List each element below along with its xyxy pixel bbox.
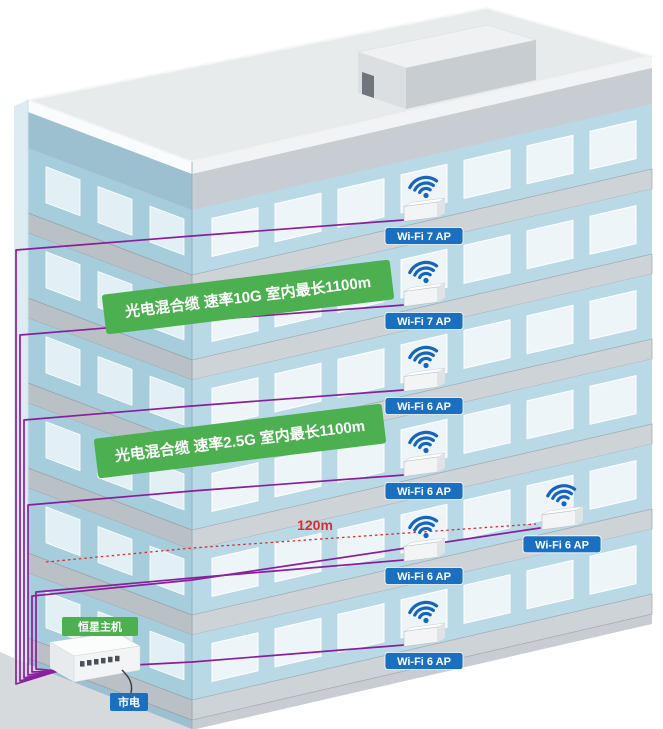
svg-text:Wi-Fi 6 AP: Wi-Fi 6 AP [535,539,589,551]
wifi-signal-icon [408,430,439,454]
building-window-or-strip [463,149,511,199]
wifi-signal-icon [408,175,439,199]
building-window-or-strip [337,518,385,568]
building-window-or-strip [589,460,637,510]
building-window-or-strip [463,489,511,539]
building-window-or-strip [211,632,259,683]
ap-floor-6: Wi-Fi 7 AP [384,175,464,245]
ap-label: Wi-Fi 6 AP [384,482,464,500]
svg-text:Wi-Fi 6 AP: Wi-Fi 6 AP [397,486,451,498]
wifi-signal-icon [408,600,439,624]
building-window-or-strip [463,319,511,369]
building-window-or-strip [97,355,133,406]
svg-text:Wi-Fi 6 AP: Wi-Fi 6 AP [397,401,451,413]
building-window-or-strip [526,304,574,355]
cable-floor-4 [23,389,405,679]
ap-floor-4: Wi-Fi 6 AP [384,345,464,415]
cable-floor-3 [27,474,405,676]
host-label-text: 恒星主机 [78,620,122,634]
building-window-or-strip [45,251,81,302]
roof-penthouse [356,24,538,109]
building-window-or-strip [45,506,81,557]
ap-floor-2: Wi-Fi 6 AP [384,515,464,585]
mains-label-text: 市电 [118,695,140,709]
ap-label: Wi-Fi 6 AP [384,567,464,585]
building-window-or-strip [337,348,385,398]
cable-floor-2 [35,559,405,672]
power-cord [121,669,133,694]
router-device [403,367,446,392]
cables [15,219,541,685]
wifi-signal-icon [408,260,439,284]
ap-label: Wi-Fi 6 AP [384,652,464,670]
router-device [403,537,446,562]
router-device [403,282,446,307]
ground [0,652,192,729]
ap-floor-5: Wi-Fi 7 AP [384,260,464,330]
svg-text:Wi-Fi 7 AP: Wi-Fi 7 AP [397,316,451,328]
cable-floor-6 [15,219,405,685]
building-window-or-strip [463,234,511,284]
building-window-or-strip [337,178,385,228]
building-window-or-strip [526,219,574,270]
ap-floor-2-right: Wi-Fi 6 AP [522,484,602,554]
building-window-or-strip [211,547,259,598]
ap-label: Wi-Fi 7 AP [384,312,464,330]
building-window-or-strip [589,205,637,255]
cable-floor-5 [19,304,405,682]
roof-fascia-right [192,56,652,174]
building-window-or-strip [589,290,637,340]
ap-floor-1: Wi-Fi 6 AP [384,600,464,670]
building-window-or-strip [589,120,637,170]
building-window-or-strip [526,134,574,185]
roof-fascia-left [28,100,192,174]
svg-text:Wi-Fi 7 AP: Wi-Fi 7 AP [397,231,451,243]
ap-floor-3: Wi-Fi 6 AP [384,430,464,500]
building-window-or-strip [589,375,637,425]
svg-text:Wi-Fi 6 AP: Wi-Fi 6 AP [397,571,451,583]
building-window-or-strip [149,205,185,256]
distance-label: 120m [297,517,333,533]
svg-text:Wi-Fi 6 AP: Wi-Fi 6 AP [397,656,451,668]
building-window-or-strip [463,574,511,624]
building-window-or-strip [149,630,185,681]
building-window-or-strip [526,389,574,440]
device-ports [80,655,120,667]
mains-label: 市电 [110,693,148,711]
wifi-signal-icon [408,345,439,369]
cable-floor-2-right [31,527,541,673]
router-device [541,506,584,531]
router-device [403,622,446,647]
building-window-or-strip [463,404,511,454]
router-device [403,452,446,477]
ap-label: Wi-Fi 7 AP [384,227,464,245]
router-device [403,197,446,222]
building-window-or-strip [149,375,185,426]
building-window-or-strip [589,545,637,595]
host-device [49,631,141,694]
wifi-signal-icon [408,515,439,539]
building-window-or-strip [149,460,185,511]
building-window-or-strip [45,421,81,472]
building-window-or-strip [337,603,385,653]
penthouse-door [362,72,374,98]
building-window-or-strip [45,336,81,387]
host-label: 恒星主机 [62,617,138,636]
building-window-or-strip [97,185,133,236]
ap-label: Wi-Fi 6 AP [522,535,602,554]
building-window-or-strip [526,559,574,610]
ap-label: Wi-Fi 6 AP [384,397,464,415]
building-window-or-strip [97,525,133,576]
wifi-signal-icon [546,484,577,507]
building-window-or-strip [45,166,81,217]
